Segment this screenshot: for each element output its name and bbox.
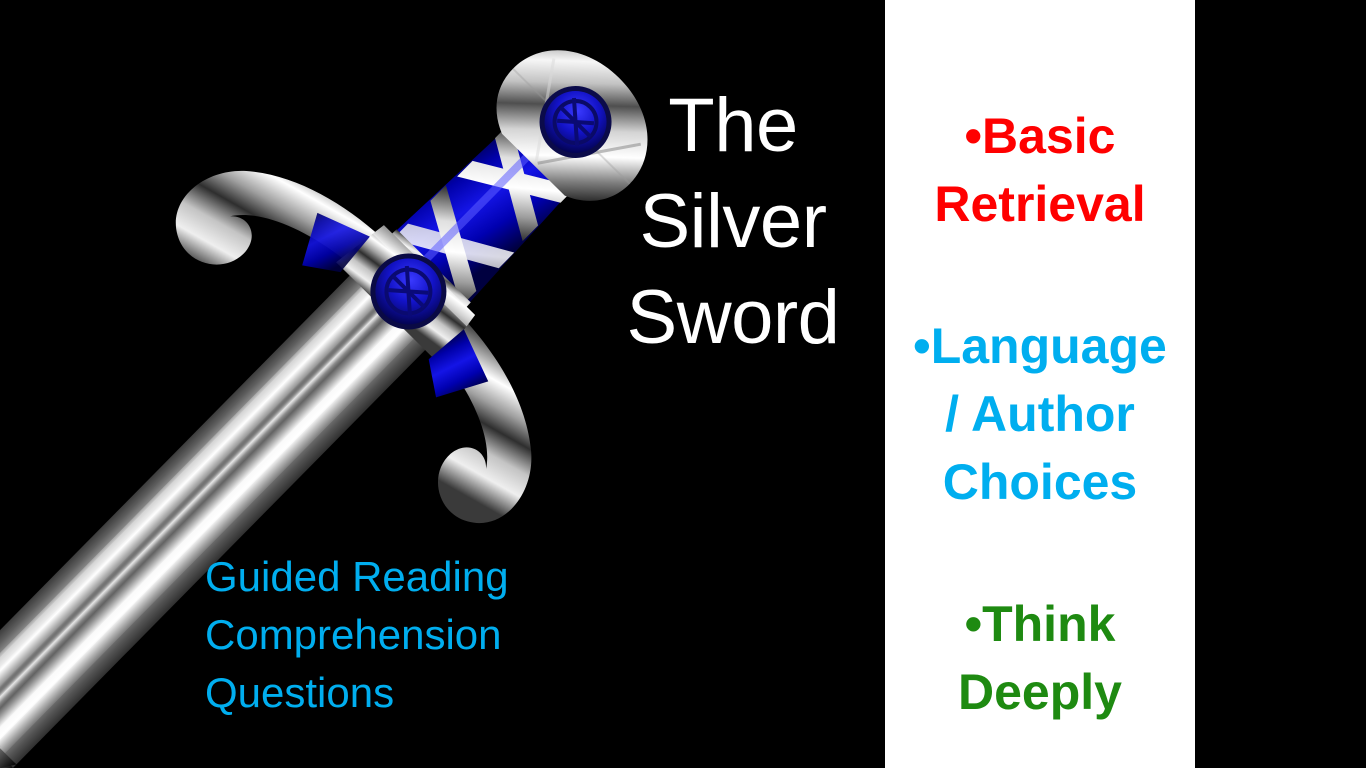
- bullet-icon: •: [913, 318, 931, 374]
- list-item-label: Think Deeply: [958, 596, 1122, 720]
- page-title: The Silver Sword: [626, 83, 840, 360]
- sword-crossguard: [175, 170, 532, 524]
- objectives-panel: •Basic Retrieval •Language / Author Choi…: [885, 0, 1195, 768]
- subtitle-text: Guided Reading Comprehension Questions: [205, 553, 509, 716]
- sword-stage: The Silver Sword Guided Reading Comprehe…: [0, 50, 840, 768]
- right-black-band: [1195, 0, 1366, 768]
- list-item-label: Basic Retrieval: [934, 108, 1146, 232]
- list-item: •Basic Retrieval: [885, 34, 1195, 238]
- list-item-label: Language / Author Choices: [930, 318, 1167, 510]
- list-item: •Think Deeply: [885, 522, 1195, 726]
- sword-blade: [0, 256, 445, 768]
- objectives-list: •Basic Retrieval •Language / Author Choi…: [885, 34, 1195, 732]
- bullet-icon: •: [964, 596, 983, 652]
- bullet-icon: •: [964, 108, 983, 164]
- sword-illustration: [0, 50, 648, 768]
- list-item: •Language / Author Choices: [885, 244, 1195, 516]
- sword-pommel: [496, 50, 648, 201]
